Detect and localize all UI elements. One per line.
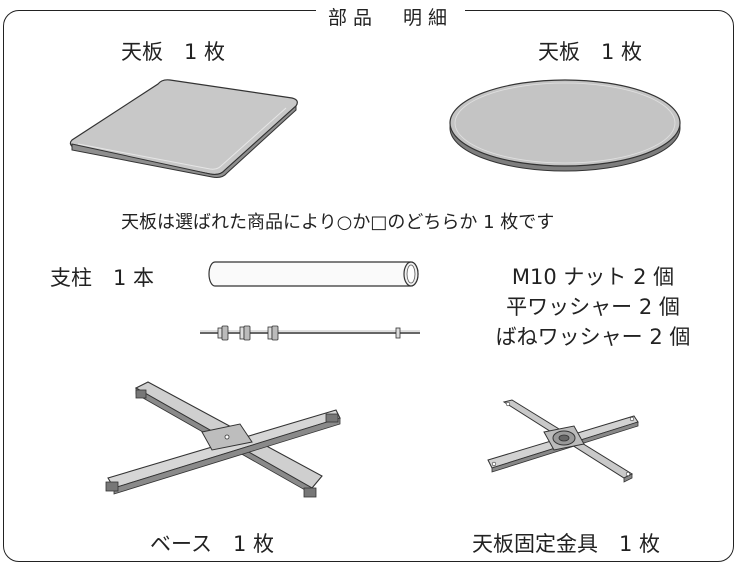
bracket-illustration [487,399,639,483]
pillar-illustration [208,261,419,287]
square-top-label: 天板 1 枚 [121,40,226,64]
parts-list-title: 部品 明細 [316,7,466,29]
round-top-label: 天板 1 枚 [538,40,643,64]
bracket-label: 天板固定金具 1 枚 [472,532,661,556]
base-illustration [105,381,341,498]
pillar-label: 支柱 1 本 [50,266,155,290]
round-table-top-illustration [449,79,681,172]
hardware-nut: M10 ナット 2 個 [511,265,675,289]
base-label: ベース 1 枚 [150,532,274,556]
square-table-top-illustration [69,79,298,178]
table-top-note: 天板は選ばれた商品により○か□のどちらか 1 枚です [121,212,555,233]
hardware-list: M10 ナット 2 個 平ワッシャー 2 個 ばねワッシャー 2 個 [478,262,708,352]
hardware-flat-washer: 平ワッシャー 2 個 [506,295,680,319]
parts-list-frame: 部品 明細 [3,7,734,562]
hardware-spring-washer: ばねワッシャー 2 個 [495,325,691,349]
bolt-rod-illustration [200,325,420,341]
